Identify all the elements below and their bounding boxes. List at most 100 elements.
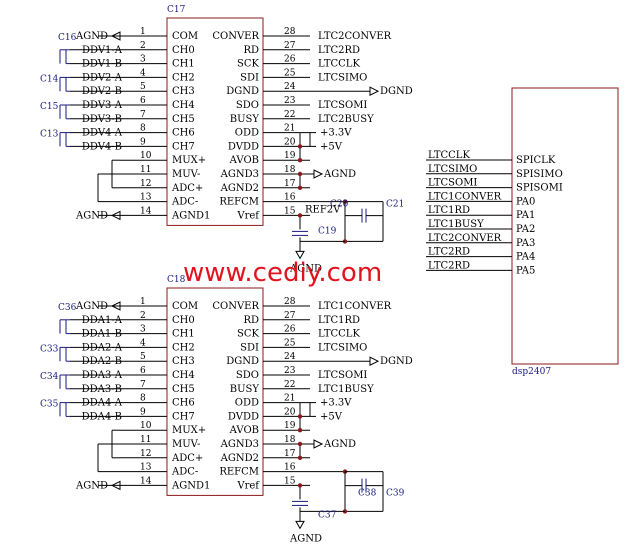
pin-number: 11 [140, 165, 151, 175]
pin-name: CH5 [172, 114, 195, 125]
pin-number: 5 [140, 82, 146, 92]
pin-name: AGND1 [171, 480, 210, 491]
pin-name: ADC+ [171, 183, 203, 194]
net-label: LTCSIMO [318, 72, 367, 83]
net-label: DGND [380, 356, 413, 367]
pin-number: 28 [284, 297, 296, 307]
pin-name: CH1 [172, 329, 195, 340]
net-label: LTCCLK [318, 329, 360, 340]
net-label: DDA4-A [82, 398, 123, 409]
junction-dot [297, 171, 303, 177]
pin-number: 24 [284, 82, 296, 92]
pin-name: COM [172, 31, 198, 42]
pin-name: CH6 [172, 128, 195, 139]
pin-number: 21 [284, 394, 295, 404]
pin-number: 7 [140, 380, 146, 390]
net-label: +5V [320, 141, 343, 152]
net-label: DDA1-A [82, 315, 123, 326]
chip-designator: C18 [167, 275, 186, 285]
pin-name: CH1 [172, 59, 195, 70]
pin-name: AGND3 [220, 169, 259, 180]
net-label: +5V [320, 411, 343, 422]
pin-number: 22 [284, 110, 295, 120]
pin-number: 19 [284, 151, 296, 161]
net-label: DDV1-B [82, 59, 122, 70]
net-label: DDV2-B [82, 86, 122, 97]
ground-arrow-icon [313, 439, 324, 449]
pin-name: SDI [240, 342, 259, 353]
pin-number: 16 [284, 193, 296, 203]
pin-number: 18 [284, 165, 296, 175]
pin-name: ADC+ [171, 453, 203, 464]
pin-number: 23 [284, 96, 296, 106]
pin-name: CH2 [172, 72, 195, 83]
pin-name: COM [172, 301, 198, 312]
net-label: LTC1RD [318, 315, 360, 326]
pin-number: 22 [284, 380, 295, 390]
capacitor-label: C14 [40, 74, 59, 84]
watermark: www.cediy.com [183, 258, 382, 288]
pin-name: PA2 [516, 224, 535, 235]
pin-number: 10 [140, 151, 152, 161]
pin-number: 12 [140, 449, 151, 459]
pin-name: DVDD [228, 141, 259, 152]
capacitor-label: C19 [318, 226, 337, 236]
net-label: LTC2RD [318, 45, 360, 56]
net-label: +3.3V [320, 398, 352, 409]
pin-name: AVOB [229, 425, 259, 436]
junction-dot [297, 414, 303, 419]
pin-number: 11 [140, 435, 151, 445]
junction-dot [297, 441, 303, 447]
pin-name: CH3 [172, 356, 195, 367]
pin-name: PA1 [516, 210, 535, 221]
pin-number: 20 [284, 407, 296, 417]
pin-number: 13 [140, 463, 152, 473]
pin-name: REFCM [219, 467, 259, 478]
pin-name: AGND2 [220, 183, 259, 194]
capacitor-label: C36 [58, 303, 77, 313]
pin-name: DVDD [228, 411, 259, 422]
capacitor-label: C21 [386, 200, 404, 210]
pin-number: 19 [284, 421, 296, 431]
net-label: AGND [323, 439, 356, 450]
pin-number: 27 [284, 311, 296, 321]
pin-name: CONVER [212, 31, 259, 42]
pin-name: MUV- [172, 439, 200, 450]
capacitor-label: C38 [358, 489, 377, 499]
net-label: DDV3-B [82, 114, 122, 125]
capacitor-label: C15 [40, 102, 59, 112]
pin-number: 14 [140, 476, 152, 486]
pin-name: AGND3 [220, 439, 259, 450]
ground-arrow-icon [313, 169, 324, 179]
junction-dot [297, 213, 303, 218]
pin-number: 1 [140, 27, 146, 37]
net-label: AGND [323, 169, 356, 180]
pin-name: PA0 [516, 196, 535, 207]
pin-number: 4 [140, 338, 146, 348]
net-label: DDA2-B [82, 356, 122, 367]
pin-number: 8 [140, 124, 146, 134]
pin-name: DGND [226, 86, 259, 97]
ground-triangle-icon [295, 250, 305, 260]
pin-number: 16 [284, 463, 296, 473]
pin-name: SDO [236, 100, 259, 111]
net-label: LTC2CONVER [428, 233, 502, 244]
pin-number: 20 [284, 137, 296, 147]
net-label: DDA2-A [82, 342, 123, 353]
net-label: REF2V [305, 204, 341, 215]
ground-label: AGND [289, 263, 322, 274]
net-label: DDV1-A [82, 45, 123, 56]
pin-number: 17 [284, 449, 296, 459]
pin-name: REFCM [219, 197, 259, 208]
pin-number: 3 [140, 55, 146, 65]
net-label: +3.3V [320, 128, 352, 139]
pin-name: PA4 [516, 252, 535, 263]
junction-dot [297, 158, 303, 163]
pin-name: SDI [240, 72, 259, 83]
net-label: LTC1BUSY [318, 384, 374, 395]
junction-dot [297, 455, 303, 460]
net-label: LTCSOMI [428, 178, 477, 189]
net-label: DGND [380, 86, 413, 97]
net-label: LTC1RD [428, 205, 470, 216]
